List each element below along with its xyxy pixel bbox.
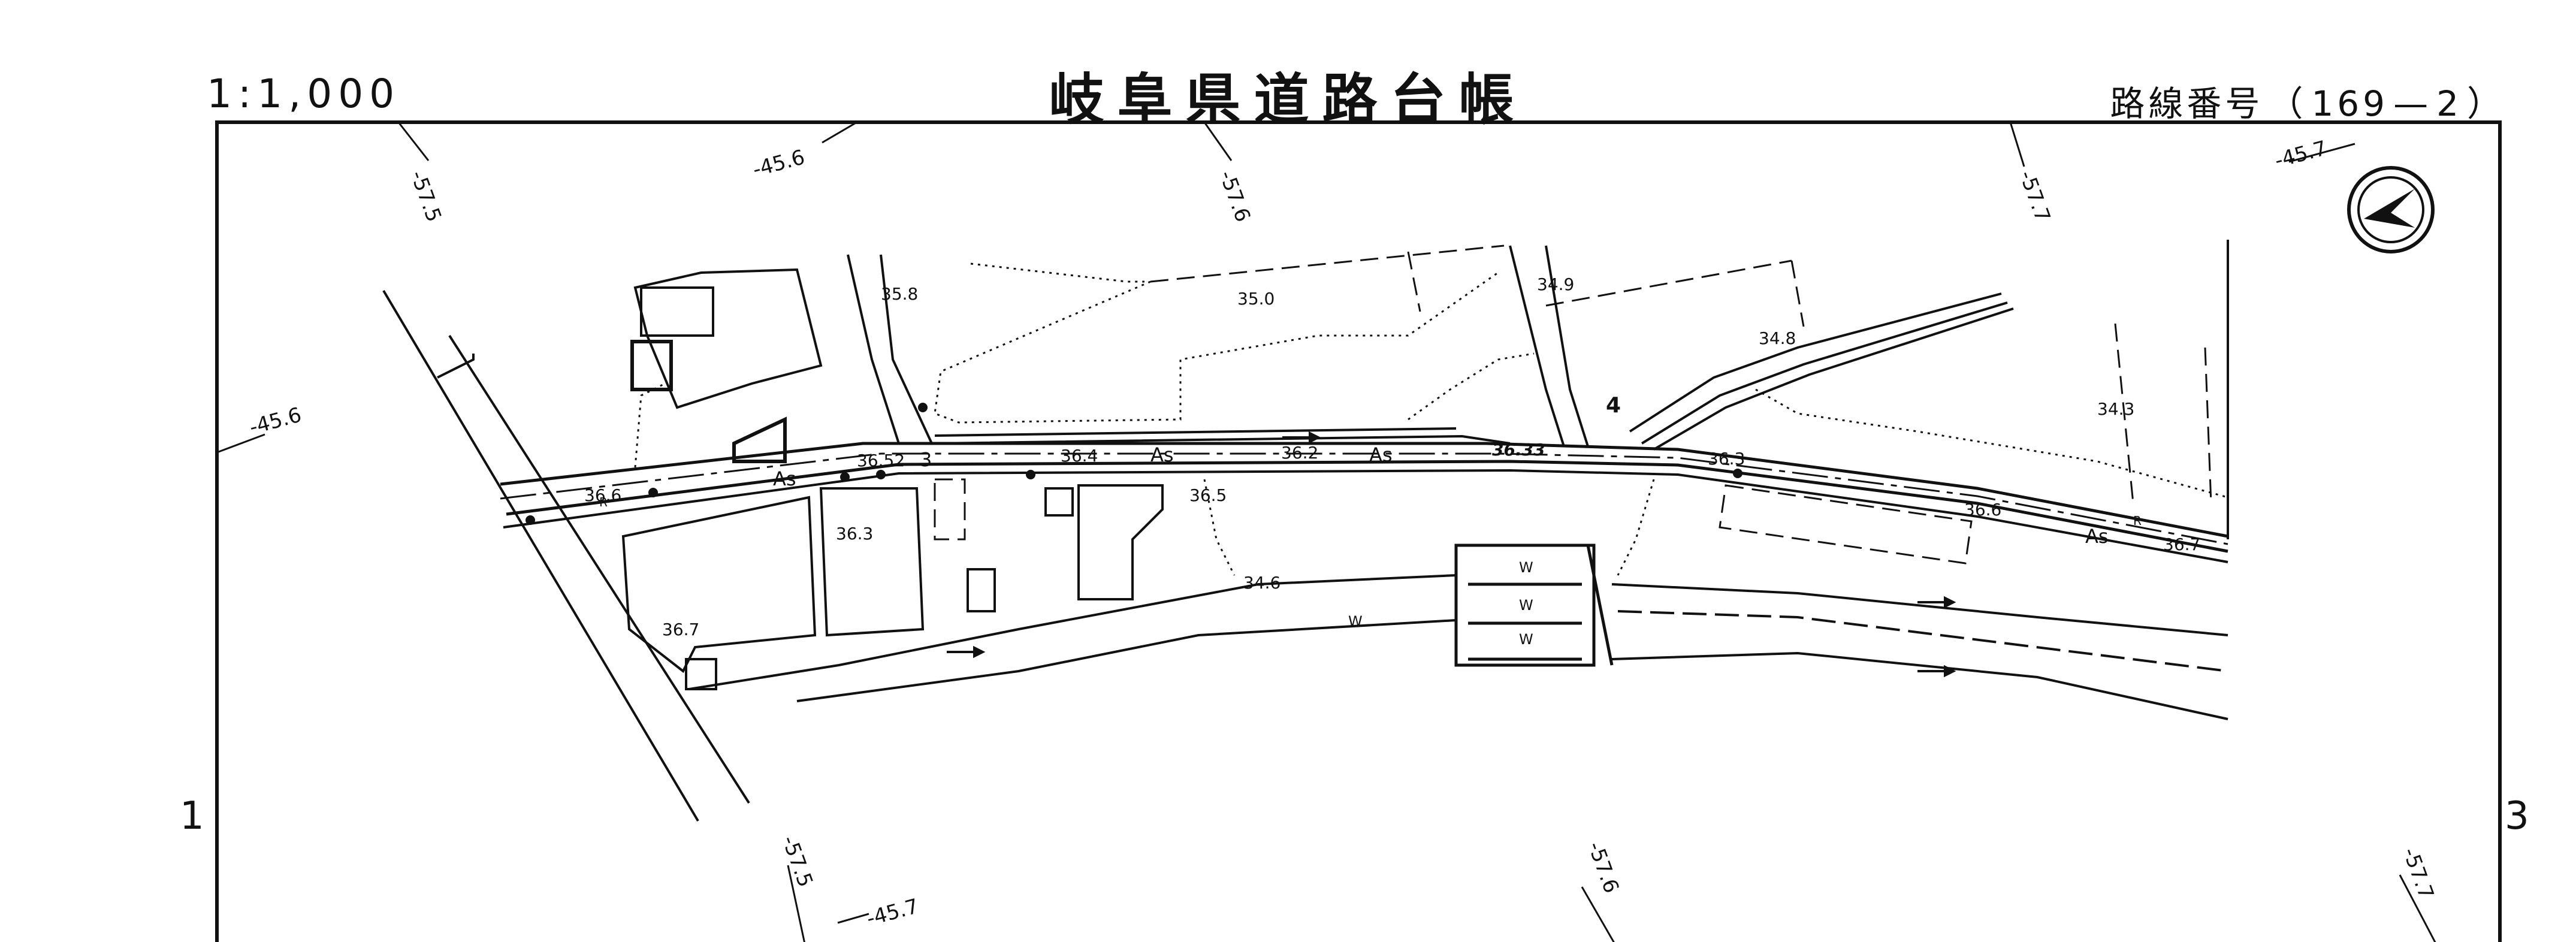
route-label: 路線番号 — [2110, 83, 2264, 124]
elevation-label: 34.6 — [1243, 573, 1281, 593]
grid-label: -57.5 — [777, 832, 818, 890]
point-label: 4 — [1606, 393, 1621, 418]
elevation-label: 36.33 — [1492, 440, 1545, 460]
page-title: 岐阜県道路台帳 — [1049, 68, 1527, 132]
grid-label: -57.5 — [406, 167, 446, 225]
flow-arrows — [947, 431, 1956, 678]
elevation-label: 36.3 — [1708, 449, 1745, 469]
surface-label: As — [2085, 525, 2109, 548]
elevation-label: 34.8 — [1759, 328, 1796, 348]
point-label: 3 — [920, 448, 932, 471]
boundary-lines — [382, 289, 750, 822]
north-road — [847, 245, 2014, 451]
surface-label: As — [773, 467, 796, 490]
elevation-group: 35.8 35.0 34.9 34.8 34.3 36.52 36.4 36.2… — [584, 274, 2200, 639]
south-road — [688, 574, 2228, 720]
elevation-label: 34.9 — [1537, 274, 1574, 294]
elevation-label: 36.7 — [2163, 535, 2200, 554]
elevation-label: 36.6 — [1964, 500, 2001, 520]
surface-label: As — [1150, 443, 1174, 466]
grid-label: -57.6 — [1583, 838, 1624, 896]
surface-label: As — [1369, 443, 1393, 466]
grid-label: -57.7 — [2015, 167, 2055, 225]
grid-label: -45.7 — [2272, 136, 2329, 173]
left-sheet-number: 1 — [180, 794, 204, 838]
map-frame — [215, 120, 2502, 942]
surface-label: R — [599, 495, 608, 509]
elevation-label: 36.5 — [1189, 485, 1227, 505]
dashed-lines — [934, 244, 2212, 564]
route-dash: — — [2393, 83, 2432, 124]
route-open: （ — [2268, 83, 2307, 124]
route-number: 路線番号（169—2） — [2105, 76, 2505, 126]
surface-label-group: As As As As W W W W R R 3 4 — [599, 393, 2142, 648]
route-sub-value: 2 — [2436, 83, 2462, 124]
elevation-label: 36.6 — [584, 485, 621, 505]
map-scale: 1:1,000 — [207, 71, 401, 117]
bridge-block — [1454, 544, 1614, 667]
route-close: ） — [2466, 83, 2505, 124]
right-sheet-number: 3 — [2505, 794, 2529, 838]
route-number-value: 169 — [2311, 83, 2389, 124]
north-arrow-icon — [2347, 166, 2435, 253]
surface-label: W — [1519, 631, 1533, 648]
grid-label: -45.6 — [247, 403, 304, 439]
grid-label: -45.7 — [864, 894, 921, 931]
grid-label: -57.6 — [1215, 167, 1255, 225]
buildings — [621, 268, 1164, 690]
grid-label: -57.7 — [2398, 844, 2439, 902]
grid-ticks — [216, 121, 2436, 942]
surface-label: W — [1519, 597, 1533, 614]
elevation-label: 36.7 — [662, 620, 699, 639]
survey-points — [526, 403, 1743, 525]
grid-label: -45.6 — [750, 145, 807, 182]
surface-label: W — [1519, 559, 1533, 576]
elevation-label: 35.0 — [1237, 289, 1275, 309]
main-road — [500, 442, 2228, 563]
surface-label: R — [2133, 514, 2142, 528]
elevation-label: 36.4 — [1061, 446, 1098, 466]
field-boundaries — [634, 262, 2228, 576]
elevation-label: 36.2 — [1281, 443, 1318, 463]
elevation-label: 36.52 — [857, 451, 905, 470]
elevation-label: 35.8 — [881, 284, 918, 304]
elevation-label: 36.3 — [836, 524, 873, 544]
elevation-label: 34.3 — [2097, 399, 2134, 419]
surface-label: W — [1348, 613, 1363, 630]
